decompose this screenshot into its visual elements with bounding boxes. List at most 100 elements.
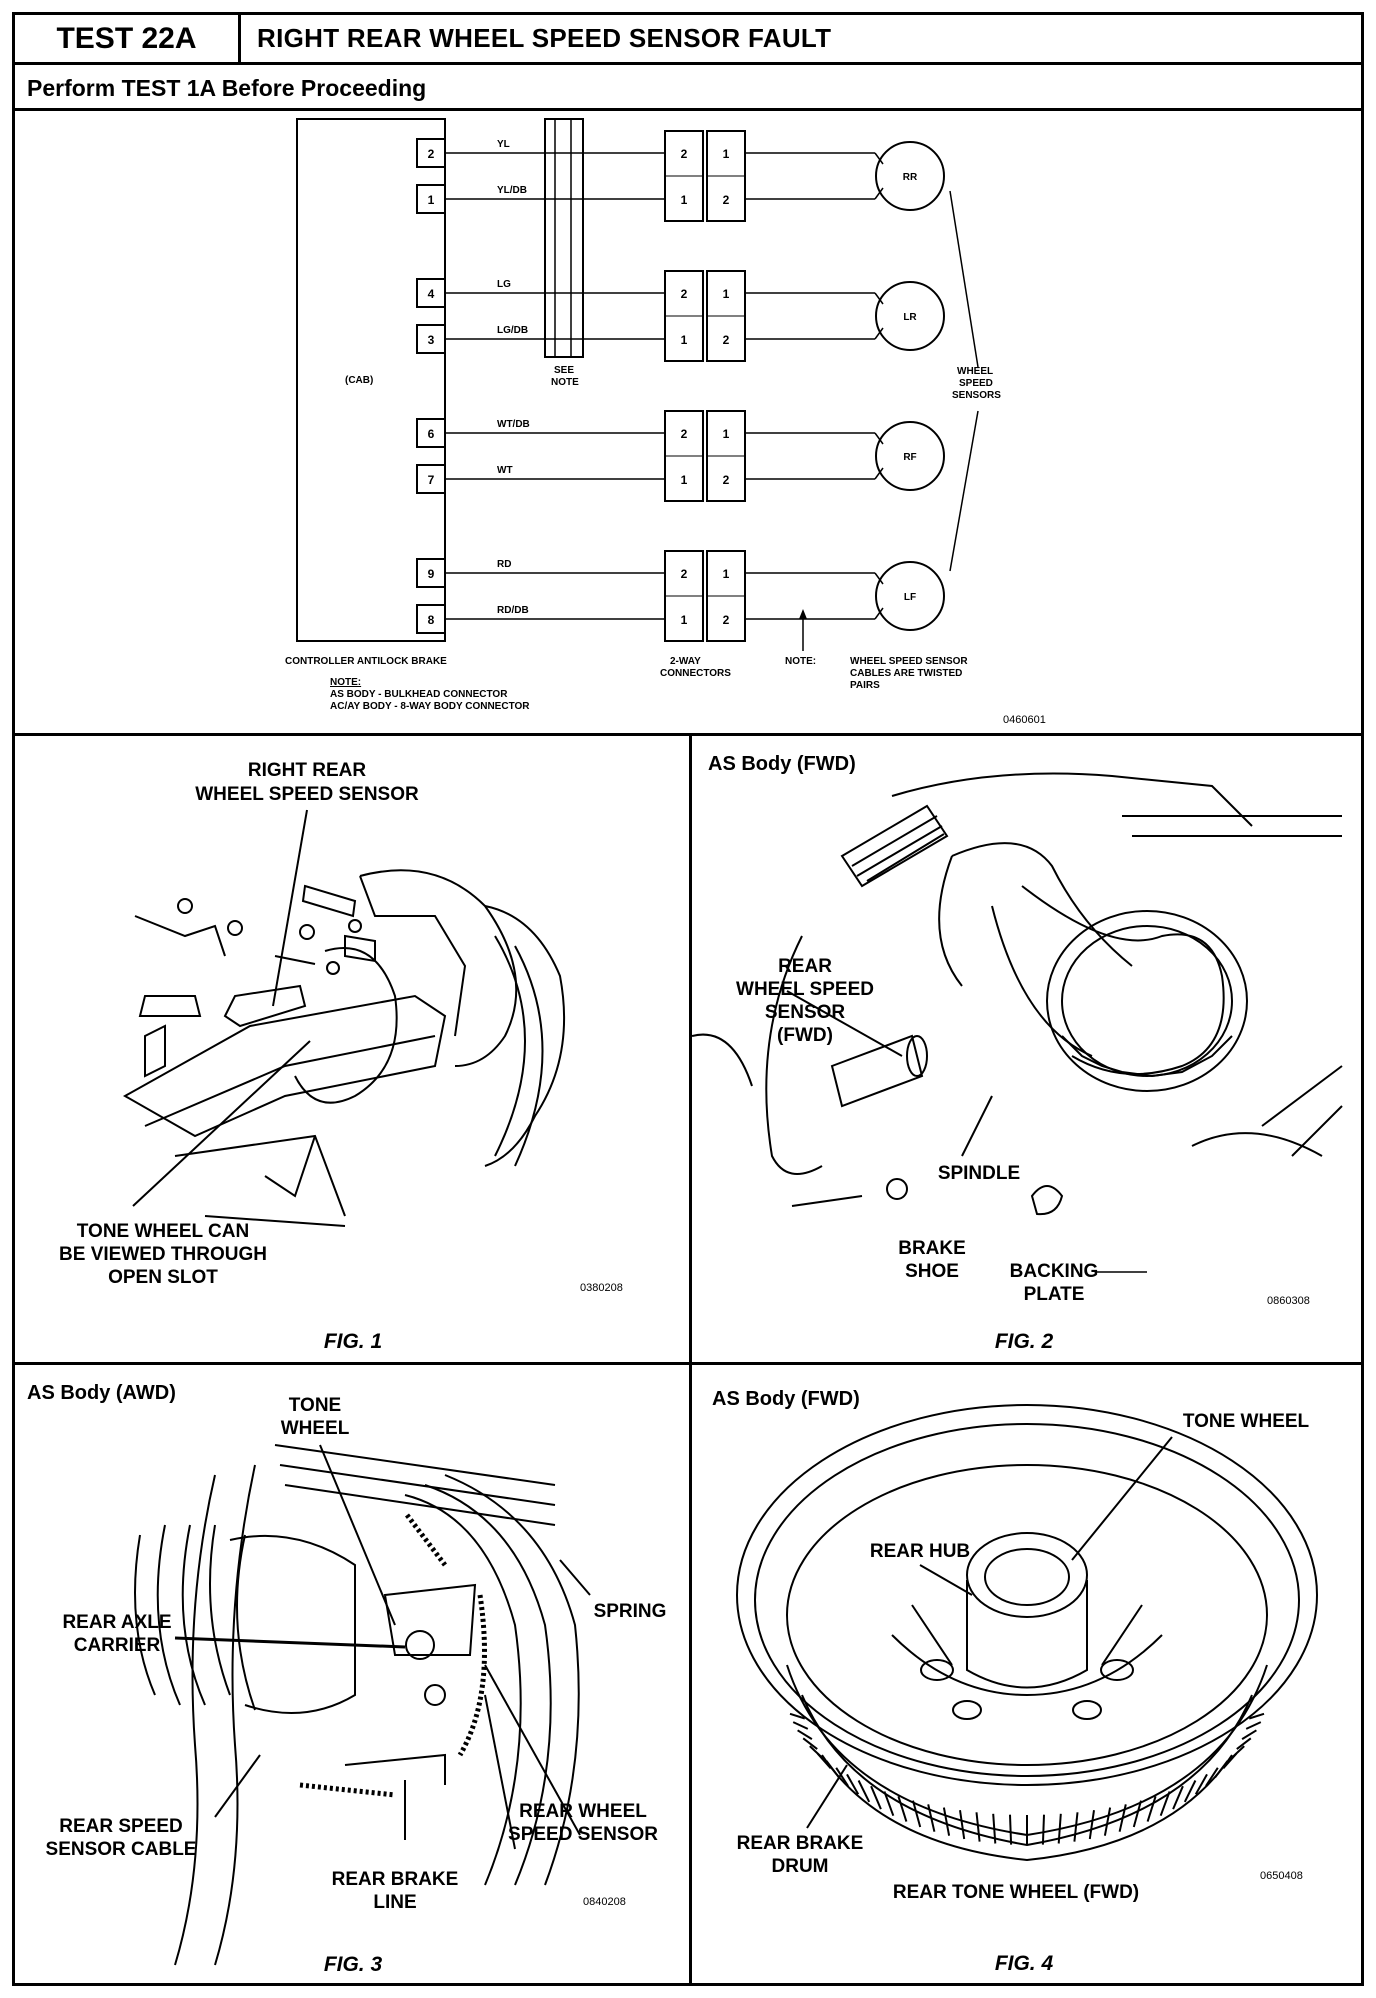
fig3-sensor-1: REAR WHEEL xyxy=(519,1801,647,1822)
fig4-caption: FIG. 4 xyxy=(995,1952,1054,1975)
wire-color-label: LG xyxy=(497,279,511,290)
controller-pin-8 xyxy=(416,604,446,634)
drum-fin xyxy=(1248,1712,1265,1720)
test-id: TEST 22A xyxy=(15,15,241,62)
divider-v xyxy=(689,733,692,1983)
connector-pin-label: 1 xyxy=(723,567,730,581)
sensor-lead xyxy=(874,152,884,165)
controller-pin-label: 3 xyxy=(428,333,435,347)
connector-pin-label: 1 xyxy=(681,333,688,347)
fig4-drawing: AS Body (FWD) TON xyxy=(712,1388,1318,1975)
drum-fin xyxy=(1241,1729,1257,1740)
drum-fin xyxy=(1236,1737,1252,1750)
connectors-caption-1: 2-WAY xyxy=(670,656,701,667)
connector-pin-label: 2 xyxy=(723,473,730,487)
fig3-line-2: LINE xyxy=(373,1892,416,1913)
note-line-1: NOTE: xyxy=(330,677,361,688)
drum-fin xyxy=(1132,1800,1142,1828)
drum-fin xyxy=(846,1773,860,1795)
figure-3: AS Body (AWD) xyxy=(15,1365,689,1983)
connector-pin-label: 1 xyxy=(681,613,688,627)
sensor-lead xyxy=(874,467,884,480)
wheel-speed-sensor xyxy=(875,421,945,491)
controller-pin-label: 8 xyxy=(428,613,435,627)
fig1-code: 0380208 xyxy=(580,1282,623,1294)
connector-pin-label: 2 xyxy=(681,427,688,441)
fig4-drum-2: DRUM xyxy=(772,1856,829,1877)
drum-fin xyxy=(1245,1721,1262,1730)
drum-fin xyxy=(802,1737,818,1750)
controller-pin-4 xyxy=(416,278,446,308)
drum-fin xyxy=(792,1721,809,1730)
wire-color-label: RD xyxy=(497,559,511,570)
connector-pin-label: 2 xyxy=(681,147,688,161)
instruction-line: Perform TEST 1A Before Proceeding xyxy=(15,65,1361,111)
sensors-label-1: WHEEL xyxy=(957,366,993,377)
wire-color-label: YL/DB xyxy=(497,185,527,196)
controller-pin-7 xyxy=(416,464,446,494)
figure-1: RIGHT REAR WHEEL SPEED SENSOR xyxy=(15,736,689,1362)
divider-h2 xyxy=(15,1362,1361,1365)
fig2-plate-2: PLATE xyxy=(1024,1284,1085,1305)
fig3-cable-1: REAR SPEED xyxy=(59,1816,183,1837)
note-cables-3: PAIRS xyxy=(850,680,880,691)
drum-fin xyxy=(797,1729,813,1740)
note-cables-2: CABLES ARE TWISTED xyxy=(850,668,962,679)
connector-pin-label: 1 xyxy=(681,473,688,487)
controller-pin-9 xyxy=(416,558,446,588)
fig4-hub: REAR HUB xyxy=(870,1541,970,1562)
fig4-drum-1: REAR BRAKE xyxy=(737,1833,864,1854)
wheel-speed-sensor xyxy=(875,561,945,631)
drum-fin xyxy=(1041,1814,1045,1845)
drum-fin xyxy=(1159,1791,1171,1817)
controller-pin-6 xyxy=(416,418,446,448)
connector-pin-label: 1 xyxy=(723,287,730,301)
sensor-label: RF xyxy=(903,452,916,463)
page-frame: TEST 22A RIGHT REAR WHEEL SPEED SENSOR F… xyxy=(12,12,1364,1986)
fig4-code: 0650408 xyxy=(1260,1870,1303,1882)
drum-fin xyxy=(789,1712,806,1720)
sensor-lead xyxy=(874,327,884,340)
controller-pin-label: 6 xyxy=(428,427,435,441)
drum-fin xyxy=(1146,1795,1157,1822)
fig3-tone-2: WHEEL xyxy=(281,1418,350,1439)
fig3-code: 0840208 xyxy=(583,1896,626,1908)
drum-fin xyxy=(912,1800,922,1828)
fig1-caption: FIG. 1 xyxy=(324,1330,382,1353)
fig2-shoe-1: BRAKE xyxy=(898,1238,966,1259)
drum-fin xyxy=(1172,1785,1184,1810)
connector-pin-label: 1 xyxy=(723,427,730,441)
fig2-plate-1: BACKING xyxy=(1010,1261,1099,1282)
drum-fin xyxy=(959,1810,966,1840)
note-cables-1: WHEEL SPEED SENSOR xyxy=(850,656,968,667)
controller-pin-2 xyxy=(416,138,446,168)
drum-fin xyxy=(1009,1814,1013,1845)
see-note-line1: SEE xyxy=(554,365,574,376)
note-line-2: AS BODY - BULKHEAD CONNECTOR xyxy=(330,689,508,700)
drum-fin xyxy=(992,1813,997,1844)
note-short: NOTE: xyxy=(785,656,816,667)
wiring-schematic: (CAB) CONTROLLER ANTILOCK BRAKE SEE NOTE… xyxy=(285,118,1046,726)
connector-pin-label: 1 xyxy=(681,193,688,207)
see-note-line2: NOTE xyxy=(551,377,579,388)
drum-fin xyxy=(1118,1804,1127,1832)
connector-pin-label: 2 xyxy=(723,613,730,627)
fig3-carrier-1: REAR AXLE xyxy=(62,1612,171,1633)
fig3-cable-2: SENSOR CABLE xyxy=(46,1839,197,1860)
header-bar: TEST 22A RIGHT REAR WHEEL SPEED SENSOR F… xyxy=(15,15,1361,65)
sensor-label: LR xyxy=(903,312,917,323)
connector-pin-label: 2 xyxy=(681,567,688,581)
test-title: RIGHT REAR WHEEL SPEED SENSOR FAULT xyxy=(257,23,832,53)
fig3-spring: SPRING xyxy=(594,1601,667,1622)
drum-fin xyxy=(816,1752,832,1769)
controller-pin-label: 1 xyxy=(428,193,435,207)
fig4-subtitle: REAR TONE WHEEL (FWD) xyxy=(893,1882,1139,1903)
sensor-lead xyxy=(874,292,884,305)
figure-2: AS Body (FWD) xyxy=(691,736,1361,1362)
fig2-sensor-1: REAR xyxy=(778,956,832,977)
drum-fin xyxy=(825,1760,840,1779)
connector-pin-label: 2 xyxy=(723,333,730,347)
drum-fin xyxy=(857,1780,871,1803)
wheel-speed-sensor xyxy=(875,281,945,351)
fig4-tone: TONE WHEEL xyxy=(1183,1411,1310,1432)
